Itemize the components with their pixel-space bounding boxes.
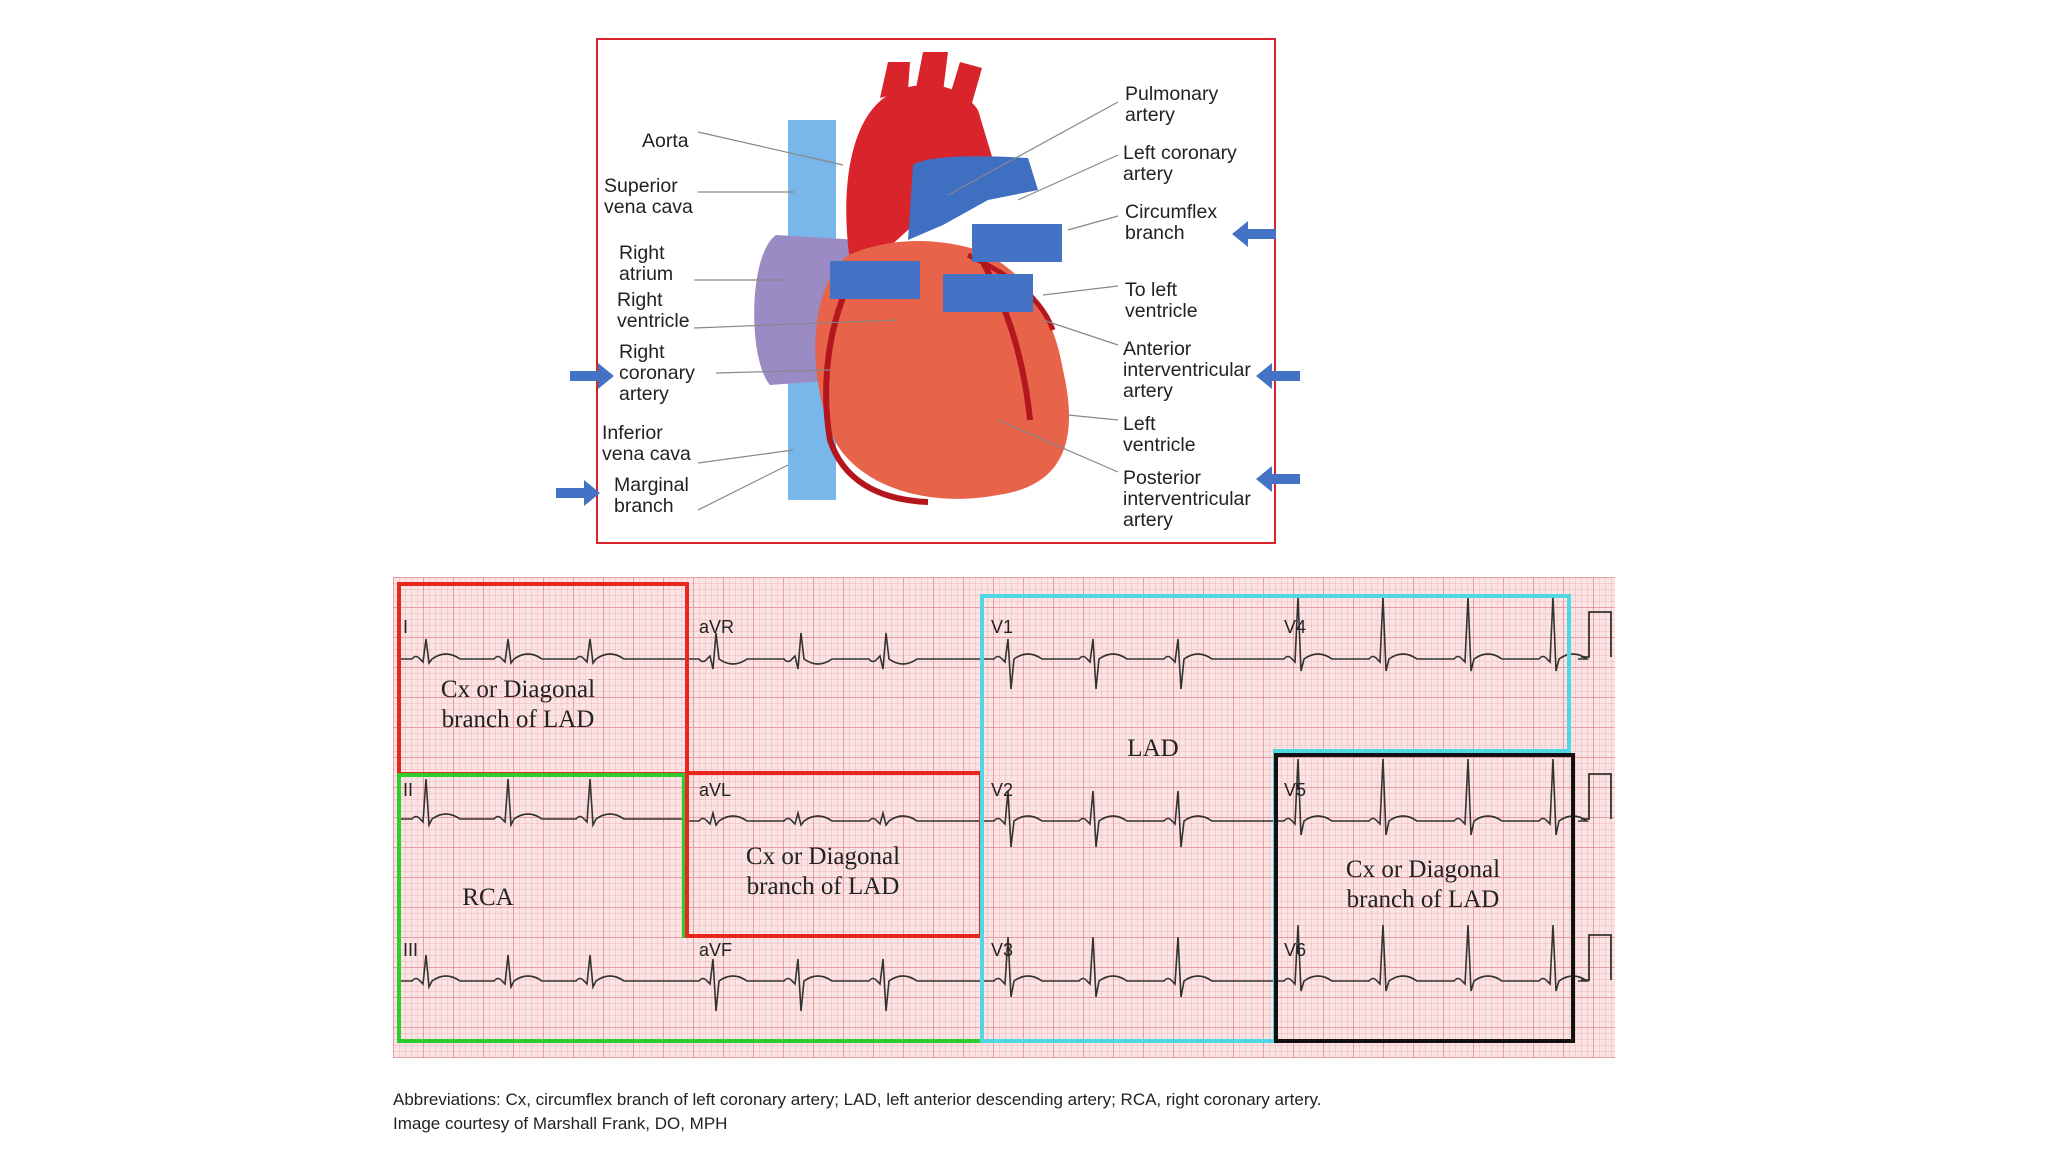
lead-label-aVL: aVL — [699, 780, 732, 800]
ecg-waveform — [1271, 596, 1590, 672]
calibration-pulse — [1581, 934, 1612, 981]
ecg-waveform — [981, 790, 1271, 848]
label-superior-vena-cava: Superior vena cava — [604, 175, 693, 218]
lead-label-I: I — [403, 617, 409, 637]
ecg-waveform — [1271, 924, 1590, 992]
arrow-left-icon — [1256, 363, 1300, 389]
ecg-waveform — [399, 778, 686, 829]
lead-label-V6: V6 — [1284, 940, 1307, 960]
ecg-traces — [397, 582, 1612, 1043]
ecg-waveform — [399, 954, 686, 990]
lead-label-aVR: aVR — [699, 617, 735, 637]
ecg-waveform — [1271, 758, 1590, 836]
aorta-branches — [880, 52, 982, 110]
region-box-lad — [980, 594, 1571, 1043]
leader-lines — [693, 101, 1119, 511]
caption-credit: Image courtesy of Marshall Frank, DO, MP… — [393, 1114, 728, 1133]
lead-label-V3: V3 — [991, 940, 1014, 960]
cover-box — [830, 261, 920, 299]
arrow-left-icon — [1256, 466, 1300, 492]
region-box-cx-v5v6 — [1274, 753, 1575, 1043]
label-posterior-interventricular-artery: Posterior interventricular artery — [1123, 467, 1251, 531]
region-label-lad: LAD — [1127, 735, 1179, 762]
label-pulmonary-artery: Pulmonary artery — [1125, 83, 1219, 126]
label-left-coronary-artery: Left coronary artery — [1123, 142, 1237, 185]
lead-label-V1: V1 — [991, 617, 1014, 637]
label-to-left-ventricle: To left ventricle — [1125, 279, 1198, 322]
region-label-cx-avl: Cx or Diagonal branch of LAD — [745, 843, 901, 900]
region-label-rca: RCA — [462, 884, 514, 911]
pulmonary-artery-shape — [908, 156, 1038, 240]
cover-box — [972, 224, 1062, 262]
heart-diagram: Aorta Superior vena cava Right atrium Ri… — [596, 38, 1276, 544]
ecg-waveform — [686, 958, 981, 1012]
ecg-waveform — [686, 809, 981, 827]
lead-label-V4: V4 — [1284, 617, 1307, 637]
label-right-atrium: Right atrium — [619, 242, 674, 285]
calibration-pulse — [1581, 773, 1612, 820]
region-label-cx-top-left: Cx or Diagonal branch of LAD — [440, 676, 596, 733]
label-left-ventricle: Left ventricle — [1123, 413, 1196, 456]
lead-label-V5: V5 — [1284, 780, 1307, 800]
ecg-waveform — [981, 638, 1271, 690]
label-right-coronary-artery: Right coronary artery — [619, 341, 695, 405]
lead-label-II: II — [403, 780, 414, 800]
ecg-waveform — [686, 632, 981, 670]
arrow-right-icon — [556, 480, 600, 506]
lead-label-III: III — [403, 940, 419, 960]
label-anterior-interventricular-artery: Anterior interventricular artery — [1123, 338, 1251, 402]
label-circumflex-branch: Circumflex branch — [1125, 201, 1218, 244]
label-inferior-vena-cava: Inferior vena cava — [602, 422, 691, 465]
label-aorta: Aorta — [642, 130, 689, 152]
caption-abbreviations: Abbreviations: Cx, circumflex branch of … — [393, 1090, 1322, 1109]
ecg-waveform — [399, 638, 686, 666]
lead-label-V2: V2 — [991, 780, 1014, 800]
calibration-pulse — [1581, 611, 1612, 658]
ecg-waveform — [981, 936, 1271, 998]
cover-box — [943, 274, 1033, 312]
arrow-left-icon — [1232, 221, 1276, 247]
region-label-cx-v5v6: Cx or Diagonal branch of LAD — [1345, 856, 1501, 913]
rca-vessel — [823, 273, 929, 505]
label-marginal-branch: Marginal branch — [614, 474, 689, 517]
lead-label-aVF: aVF — [699, 940, 733, 960]
ecg-12-lead: I aVR V1 V4 II aVL V2 V5 III aVF V3 V6 C… — [393, 577, 1615, 1058]
heart-illustration — [693, 52, 1119, 511]
label-right-ventricle: Right ventricle — [617, 289, 690, 332]
arrow-right-icon — [570, 363, 614, 389]
